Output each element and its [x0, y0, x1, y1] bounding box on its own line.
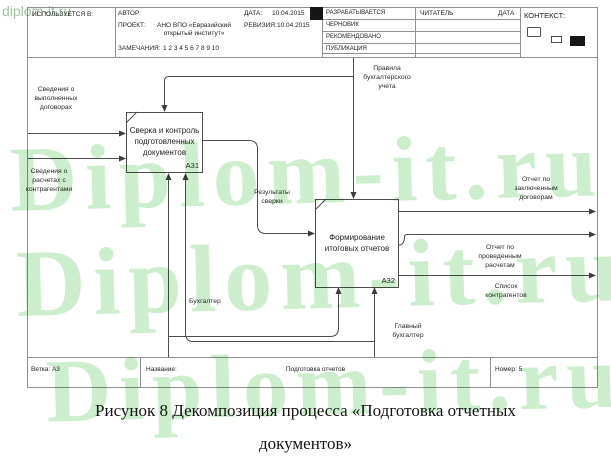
node-value: А3	[51, 366, 60, 373]
arrow-label-reconciliation-results: Результаты сверки	[254, 189, 290, 205]
notes-values: 1 2 3 4 5 6 7 8 9 10	[163, 45, 220, 52]
notes-label: ЗАМЕЧАНИЯ:	[118, 45, 161, 52]
idef0-arrows	[28, 58, 590, 357]
arrow-label-input-contracts: Сведения о выполненных договорах	[34, 86, 78, 111]
revision-label: РЕВИЗИЯ:	[244, 22, 277, 29]
activity-box-a32: Формирование итоговых отчетов А32	[315, 199, 399, 288]
date-label: ДАТА:	[244, 10, 263, 17]
node-label: Ветка:	[31, 366, 51, 373]
project-label: ПРОЕКТ:	[118, 22, 146, 29]
context-sibling-box	[551, 36, 562, 43]
status-row-working: РАЗРАБАТЫВАЕТСЯ	[326, 10, 386, 16]
activity-box-a31: Сверка и контроль подготовленных докумен…	[126, 112, 203, 173]
activity-box-a31-code: А31	[185, 160, 199, 170]
arrow-label-control-rules: Правила бухгалтерского учета	[363, 65, 411, 90]
project-name: АНО ВПО «Евразийский открытый институт»	[157, 22, 231, 37]
number-cell: Номер: 5	[495, 366, 522, 373]
context-parent-box	[527, 27, 541, 37]
arrow-label-mech-chief-accountant: Главный бухгалтер	[392, 323, 424, 339]
watermark-row1: Diplom-it.ru	[8, 113, 606, 232]
arrow-label-output-contracts: Отчет по заключенным договорам	[514, 176, 558, 201]
context-current-box	[570, 36, 585, 46]
status-row-draft: ЧЕРНОВИК	[326, 22, 359, 28]
arrow-reconciliation-results	[203, 140, 308, 234]
used-in-label: ИСПОЛЬЗУЕТСЯ В:	[32, 11, 94, 18]
date-value: 10.04.2015	[272, 10, 305, 17]
status-row-publication: ПУБЛИКАЦИЯ	[326, 46, 367, 52]
node-cell: Ветка: А3	[31, 366, 60, 373]
page-status-square	[310, 7, 323, 20]
activity-box-a31-title: Сверка и контроль подготовленных докумен…	[129, 126, 200, 157]
watermark-row2: Diplom-it.ru	[14, 214, 611, 337]
arrow-label-output-settlements: Отчет по проведенным расчетам	[478, 244, 522, 269]
arrow-label-mech-accountant: Бухгалтер	[189, 298, 221, 305]
arrow-label-input-settlements: Сведения о расчетах с контрагентами	[25, 168, 73, 193]
number-value: 5	[518, 366, 523, 373]
title-label: Название:	[146, 366, 177, 373]
figure-caption-line1: Рисунок 8 Декомпозиция процесса «Подгото…	[95, 401, 516, 420]
arrow-control-branch-a31	[164, 76, 354, 106]
reader-date-label: ДАТА	[498, 10, 515, 17]
activity-box-a32-title: Формирование итоговых отчетов	[324, 232, 390, 253]
figure-caption: Рисунок 8 Декомпозиция процесса «Подгото…	[0, 394, 611, 459]
number-label: Номер:	[495, 366, 517, 373]
reader-label: ЧИТАТЕЛЬ	[420, 10, 454, 17]
activity-box-a32-code: А32	[381, 275, 395, 285]
arrow-label-output-counterparties: Список контрагентов	[485, 283, 527, 299]
author-label: АВТОР:	[118, 10, 141, 17]
revision-value: 10.04.2015	[277, 22, 310, 29]
title-value: Подготовка отчетов	[285, 366, 346, 373]
context-label: КОНТЕКСТ:	[524, 11, 566, 20]
figure-caption-line2: документов»	[258, 434, 353, 453]
status-row-recommended: РЕКОМЕНДОВАНО	[326, 34, 381, 40]
